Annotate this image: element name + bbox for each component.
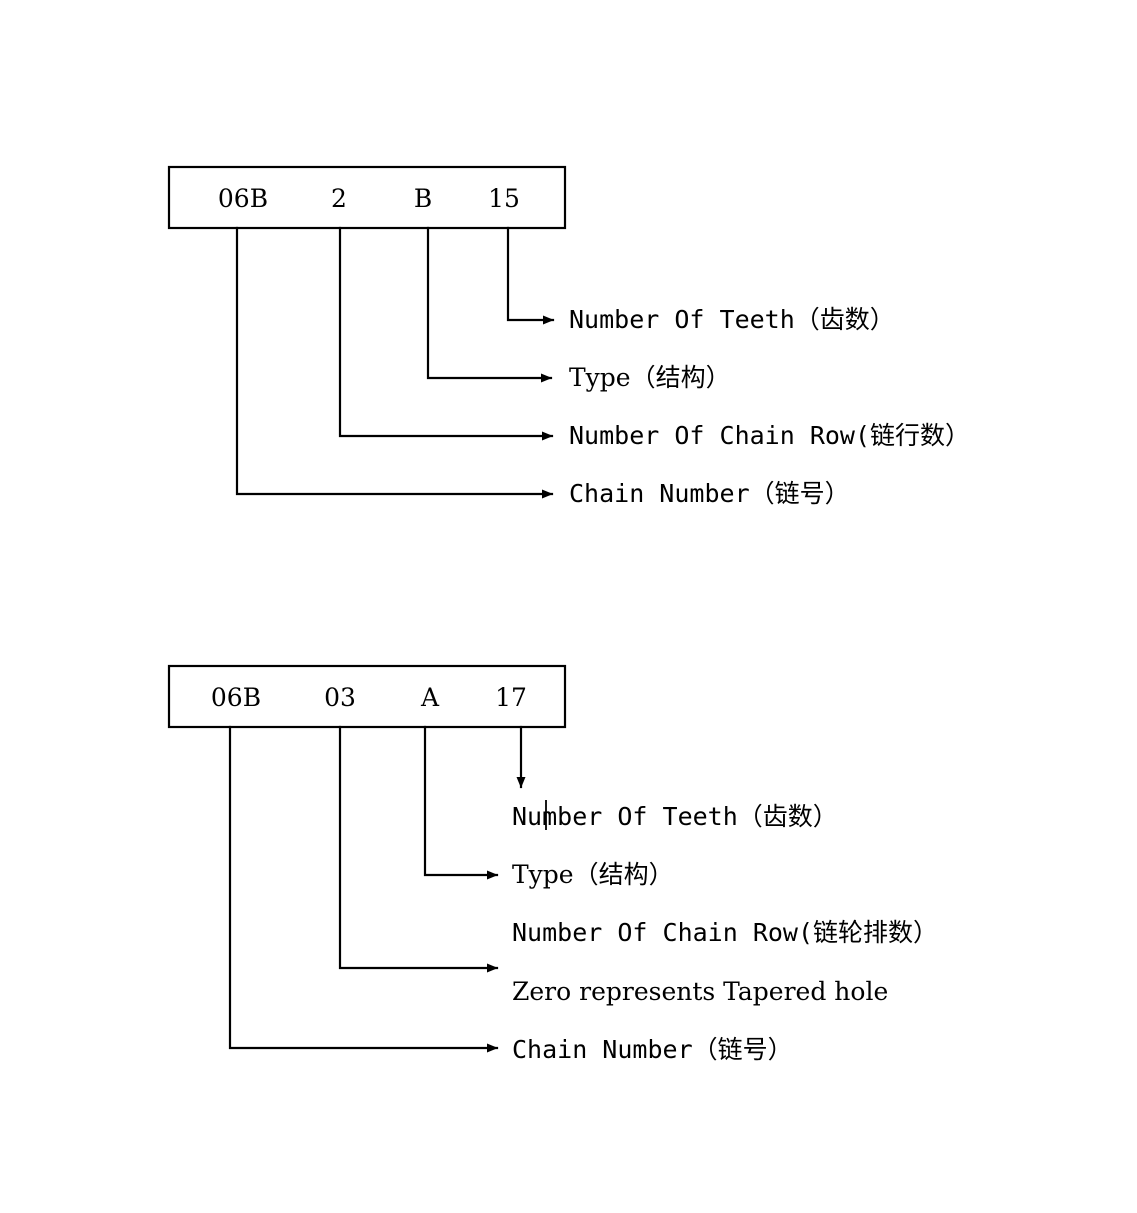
top-segment-type: B: [414, 184, 432, 213]
bottom-segment-type: A: [420, 683, 440, 712]
top-leader-type: [426, 226, 553, 383]
top-label-chain-number: Chain Number（链号）: [569, 479, 850, 508]
top-label-teeth: Number Of Teeth（齿数）: [569, 305, 895, 334]
bottom-leader-type: [423, 725, 499, 880]
bottom-label-tapered-hole: Zero represents Tapered hole: [512, 977, 888, 1006]
bottom-leader-tapered-hole: [338, 725, 499, 973]
bottom-label-teeth: Number Of Teeth（齿数）: [512, 802, 838, 831]
bottom-leader-chain-number: [228, 725, 499, 1053]
bottom-segment-tapered-hole: 03: [324, 683, 356, 712]
bottom-segment-teeth: 17: [495, 683, 527, 712]
top-diagram: 06B 2 B 15 Number Of Teeth（齿数） Type（结构） …: [167, 165, 970, 508]
bottom-label-chain-number: Chain Number（链号）: [512, 1035, 793, 1064]
bottom-segment-chain-number: 06B: [211, 683, 261, 712]
top-label-type: Type（结构）: [569, 363, 731, 392]
top-segment-chain-number: 06B: [218, 184, 268, 213]
top-code-box: [167, 165, 567, 230]
top-leader-chain-row: [338, 226, 554, 441]
bottom-label-type: Type（结构）: [512, 860, 674, 889]
bottom-code-box: [167, 664, 567, 729]
top-segment-chain-row: 2: [331, 184, 347, 213]
top-leader-chain-number: [235, 226, 554, 499]
top-segment-teeth: 15: [488, 184, 520, 213]
top-leader-teeth: [506, 226, 555, 325]
top-label-chain-row: Number Of Chain Row(链行数）: [569, 421, 970, 450]
bottom-label-chain-row: Number Of Chain Row(链轮排数）: [512, 918, 938, 947]
bottom-diagram: 06B 03 A 17 Number Of Teeth（齿数） Type（结构）…: [167, 664, 938, 1064]
